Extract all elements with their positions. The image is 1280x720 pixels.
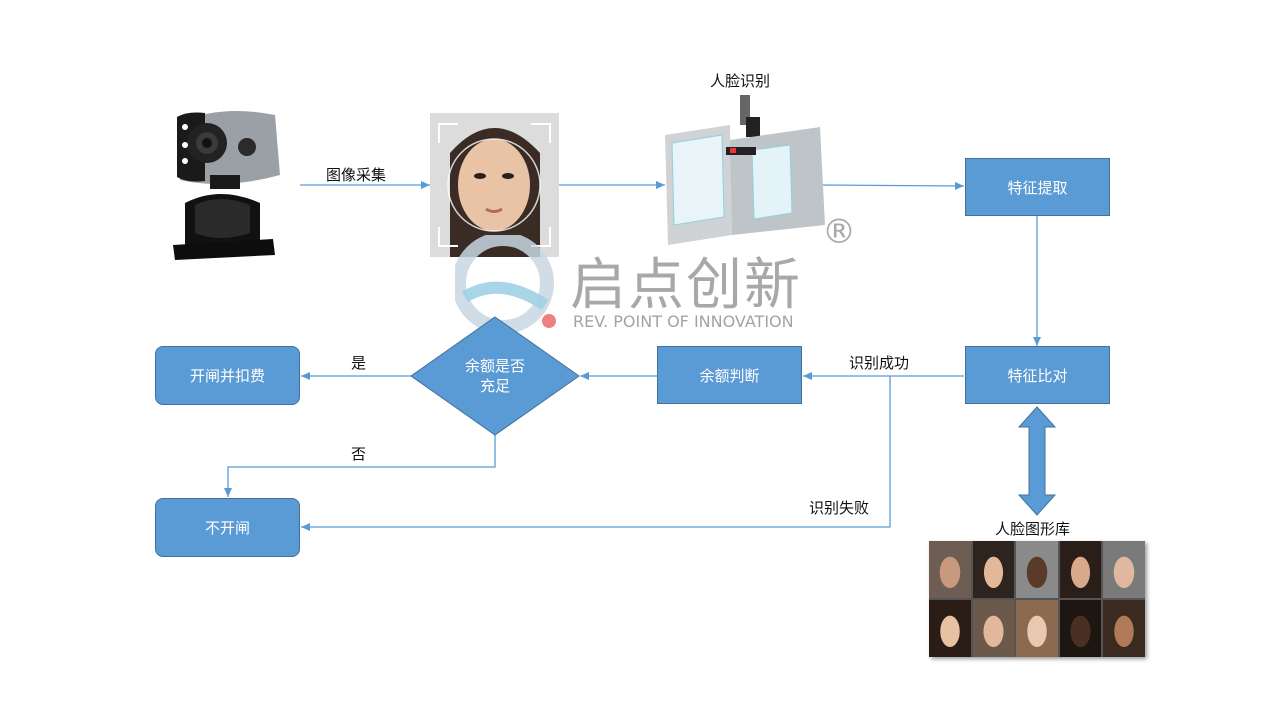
- face-library-image: [929, 541, 1145, 657]
- node-balance-enough-diamond: [410, 316, 580, 436]
- label-image-capture: 图像采集: [326, 166, 387, 184]
- face-thumb: [1059, 600, 1102, 657]
- face-thumb: [972, 600, 1015, 657]
- face-scan-image: [430, 113, 559, 257]
- face-thumb: [1103, 541, 1145, 598]
- label-recognition-success: 识别成功: [849, 354, 910, 372]
- face-thumb: [929, 600, 971, 657]
- arrow-fail-to-noopen: [301, 376, 891, 531]
- watermark-registered: ®: [822, 212, 856, 252]
- node-feature-compare: 特征比对: [965, 346, 1110, 404]
- double-arrow-compare-library: [1017, 406, 1057, 516]
- turnstile-gate-image: [665, 95, 825, 245]
- node-open-gate-charge: 开闸并扣费: [155, 346, 300, 405]
- diamond-text-line2: 充足: [479, 377, 510, 395]
- face-thumb: [1016, 600, 1058, 657]
- face-thumb: [972, 541, 1015, 598]
- label-yes: 是: [351, 354, 367, 372]
- label-face-library: 人脸图形库: [995, 520, 1071, 538]
- label-recognition-fail: 识别失败: [809, 499, 870, 517]
- diamond-text: 余额是否 充足: [445, 356, 545, 396]
- face-thumb: [929, 541, 971, 598]
- label-face-recognition: 人脸识别: [710, 72, 771, 90]
- node-balance-check: 余额判断: [657, 346, 802, 404]
- face-thumb: [1016, 541, 1058, 598]
- face-thumb: [1059, 541, 1102, 598]
- webcam-image: [173, 111, 280, 260]
- watermark-brand-cn: 启点创新: [570, 253, 802, 318]
- diamond-text-line1: 余额是否: [464, 357, 525, 375]
- face-thumb: [1103, 600, 1145, 657]
- label-no: 否: [351, 445, 367, 463]
- arrow-gate-to-extract: [821, 181, 965, 190]
- arrow-diamond-to-noopen: [224, 435, 496, 497]
- node-feature-extract: 特征提取: [965, 158, 1110, 216]
- watermark-brand-en: REV. POINT OF INNOVATION: [573, 312, 794, 331]
- node-no-open: 不开闸: [155, 498, 300, 557]
